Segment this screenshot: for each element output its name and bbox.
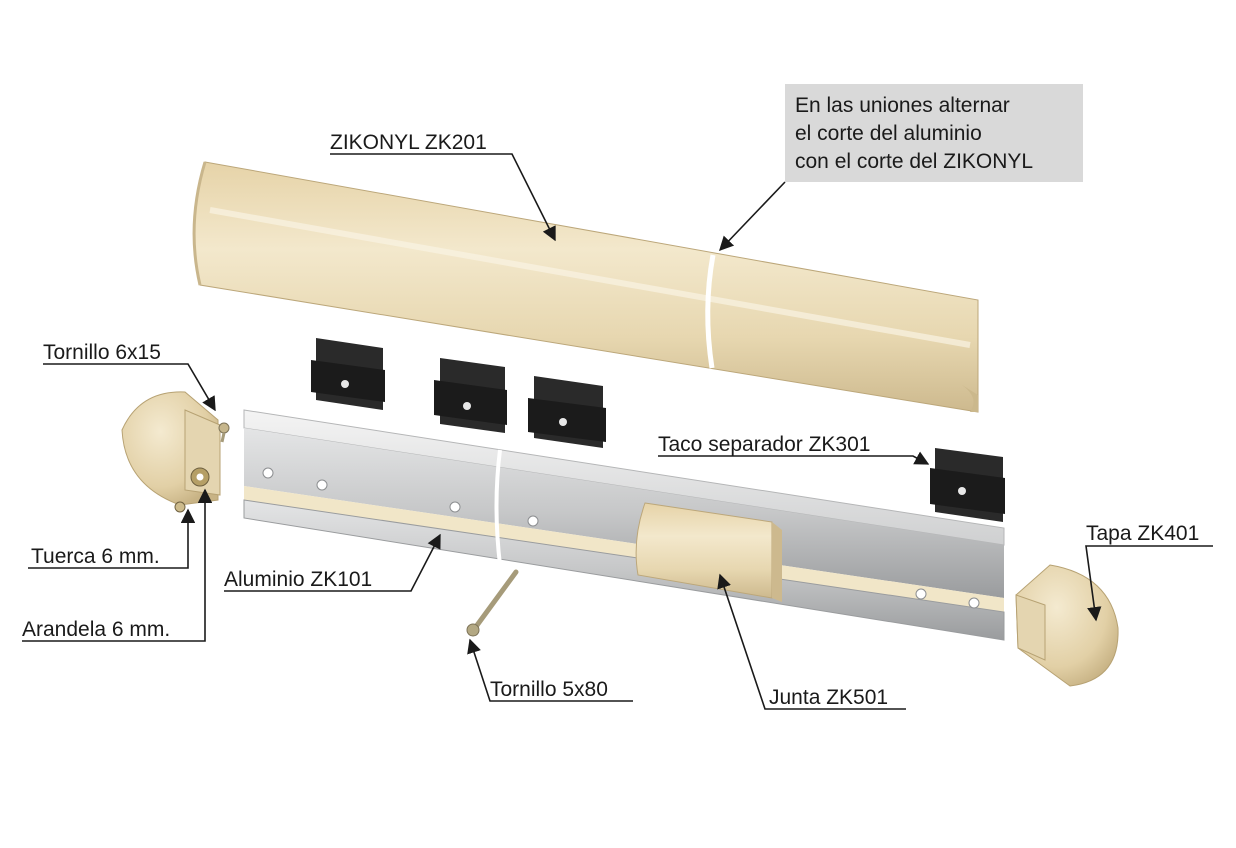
aluminium-cut (494, 449, 502, 566)
aluminium-profile (243, 409, 1005, 641)
spacer-block (434, 358, 507, 433)
label-aluminio: Aluminio ZK101 (224, 568, 373, 591)
note-line: el corte del aluminio (795, 122, 982, 145)
screw-5x80 (466, 569, 519, 637)
end-cap-left (121, 391, 221, 506)
annotation-note: En las uniones alternar el corte del alu… (785, 84, 1083, 182)
spacer-block (528, 376, 606, 448)
cover-cut (705, 254, 716, 369)
zikonyl-cover (192, 161, 979, 413)
washer-6mm (190, 467, 210, 487)
label-tapa: Tapa ZK401 (1086, 522, 1200, 545)
label-taco-separador: Taco separador ZK301 (658, 433, 871, 456)
label-tornillo-6x15: Tornillo 6x15 (43, 341, 161, 364)
end-cap-right (1015, 564, 1119, 687)
joint-piece (635, 502, 782, 602)
screw-6x15 (218, 422, 230, 443)
spacer-block (930, 448, 1005, 522)
label-tornillo-5x80: Tornillo 5x80 (490, 678, 608, 701)
note-line: En las uniones alternar (795, 94, 1010, 117)
label-zikonyl: ZIKONYL ZK201 (330, 131, 487, 154)
note-line: con el corte del ZIKONYL (795, 150, 1034, 173)
label-arandela: Arandela 6 mm. (22, 618, 171, 641)
leader-lines (22, 153, 1213, 710)
label-junta: Junta ZK501 (769, 686, 889, 709)
label-tuerca: Tuerca 6 mm. (31, 545, 160, 568)
spacer-block (311, 338, 385, 410)
nut-6mm (174, 501, 186, 513)
